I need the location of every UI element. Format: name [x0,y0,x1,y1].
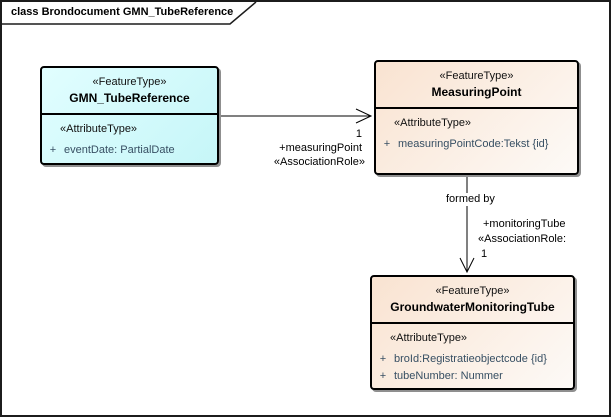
open-arrowhead-icon [459,257,475,274]
attributes-compartment: «AttributeType» + eventDate: PartialDate [42,113,217,163]
attribute-stereotype-label: «AttributeType» [60,123,138,135]
frame-tab-outline [2,2,257,25]
attribute-row: + eventDate: PartialDate [42,142,213,158]
class-measuringpoint[interactable]: «FeatureType» MeasuringPoint «AttributeT… [374,60,579,175]
class-name: GMN_TubeReference [69,91,190,105]
visibility-label: + [379,370,387,382]
frame-tab-shape [2,2,257,25]
multiplicity-label: 1 [481,248,488,260]
class-header: «FeatureType» GMN_TubeReference [42,68,217,113]
role-label: +monitoringTube [483,218,566,230]
attribute-row: + broId:Registratieobjectcode {id} [372,351,569,367]
class-groundwatermonitoringtube[interactable]: «FeatureType» GroundwaterMonitoringTube … [370,275,575,390]
attribute-text: broId:Registratieobjectcode {id} [394,353,547,365]
stereotype-label: «FeatureType» [435,285,510,297]
diagram-frame-tab: class Brondocument GMN_TubeReference [2,2,262,26]
attribute-stereotype-label: «AttributeType» [394,117,472,129]
role-label: +measuringPoint [279,142,362,154]
attributes-compartment: «AttributeType» + measuringPointCode:Tek… [376,107,577,173]
attribute-text: tubeNumber: Nummer [394,370,503,382]
association-stereotype-label: «AssociationRole: [478,233,567,245]
attribute-row: + tubeNumber: Nummer [372,368,569,384]
visibility-label: + [379,353,387,365]
attribute-text: measuringPointCode:Tekst {id} [398,138,549,150]
association-measuringpoint-connector[interactable] [219,108,373,124]
attribute-row: + measuringPointCode:Tekst {id} [376,136,573,152]
open-arrowhead-icon [355,108,373,124]
visibility-label: + [49,144,57,156]
attribute-text: eventDate: PartialDate [64,144,175,156]
stereotype-label: «FeatureType» [439,70,514,82]
association-name-label: formed by [443,193,498,206]
association-stereotype-label: «AssociationRole» [273,156,365,168]
stereotype-label: «FeatureType» [92,76,167,88]
class-name: MeasuringPoint [431,85,522,99]
class-name: GroundwaterMonitoringTube [390,300,555,314]
attributes-compartment: «AttributeType» + broId:Registratieobjec… [372,322,573,388]
diagram-title: class Brondocument GMN_TubeReference [11,6,234,18]
multiplicity-label: 1 [355,128,362,140]
visibility-label: + [383,138,391,150]
class-gmn-tubereference[interactable]: «FeatureType» GMN_TubeReference «Attribu… [40,66,219,165]
attribute-stereotype-label: «AttributeType» [390,332,468,344]
association-monitoringtube-connector[interactable] [459,175,475,274]
class-header: «FeatureType» GroundwaterMonitoringTube [372,277,573,322]
class-header: «FeatureType» MeasuringPoint [376,62,577,107]
